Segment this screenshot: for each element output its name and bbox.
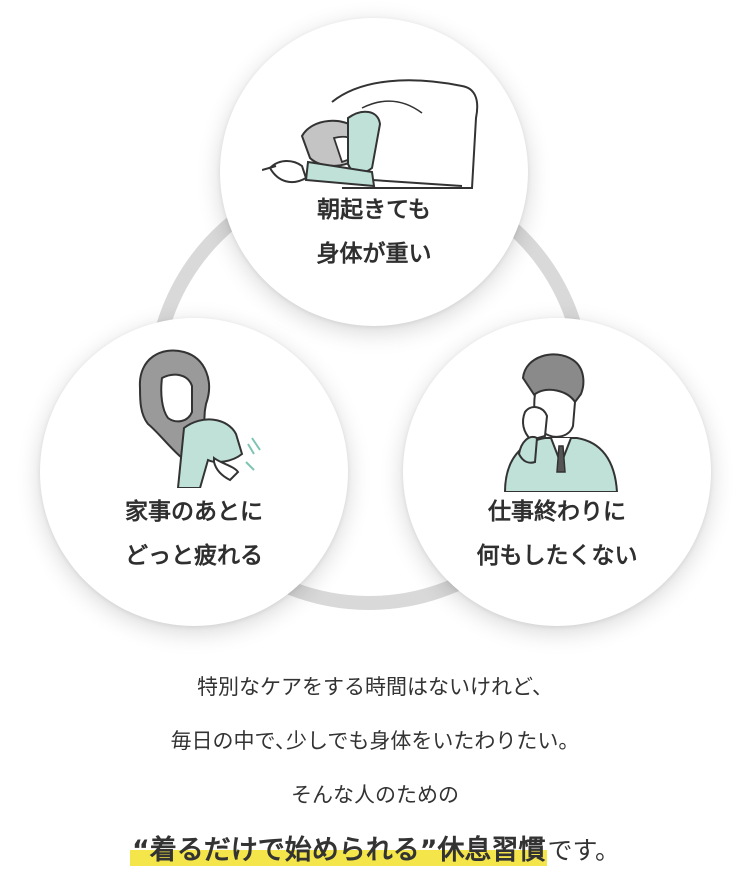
highlight-text: “着るだけで始められる”休息習慣 [129, 835, 548, 866]
caption-line: 何もしたくない [476, 543, 638, 569]
circle-after-work-fatigue: 仕事終わりに 何もしたくない [403, 318, 711, 626]
circle-caption: 家事のあとに どっと疲れる [40, 490, 348, 578]
circle-caption: 朝起きても 身体が重い [220, 188, 528, 276]
caption-line: 身体が重い [316, 241, 432, 267]
message-block: 特別なケアをする時間はないけれど、 毎日の中で､少しでも身体をいたわりたい。 そ… [0, 660, 750, 878]
woman-holding-back-illustration [138, 349, 261, 488]
caption-line: 家事のあとに [125, 499, 263, 525]
person-lying-in-bed-illustration [262, 79, 479, 189]
highlight-suffix: です。 [547, 836, 620, 865]
message-line: 毎日の中で､少しでも身体をいたわりたい。 [170, 729, 580, 753]
caption-line: 朝起きても [317, 197, 431, 223]
message-line: 特別なケアをする時間はないけれど、 [197, 675, 553, 699]
man-yawning-illustration [503, 353, 619, 492]
caption-line: 仕事終わりに [488, 499, 626, 525]
caption-line: どっと疲れる [125, 543, 263, 569]
circle-housework-fatigue: 家事のあとに どっと疲れる [40, 318, 348, 626]
message-conclusion: “着るだけで始められる”休息習慣です。 [0, 824, 750, 878]
circle-morning-fatigue: 朝起きても 身体が重い [220, 18, 528, 326]
message-line: そんな人のための [291, 783, 459, 807]
circle-caption: 仕事終わりに 何もしたくない [403, 490, 711, 578]
